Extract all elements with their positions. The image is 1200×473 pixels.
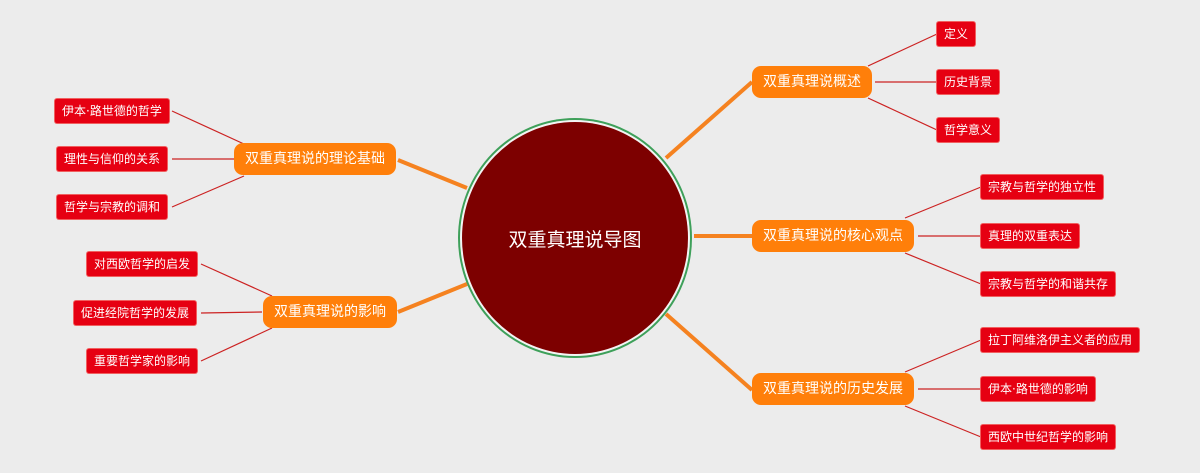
branch-influence[interactable]: 双重真理说的影响 — [263, 296, 397, 328]
leaf-label: 西欧中世纪哲学的影响 — [988, 430, 1109, 444]
leaf-label: 重要哲学家的影响 — [94, 354, 191, 368]
leaf-label: 拉丁阿维洛伊主义者的应用 — [988, 333, 1133, 347]
leaf-philosophical-significance[interactable]: 哲学意义 — [937, 118, 1000, 142]
leaf-label: 促进经院哲学的发展 — [81, 306, 190, 320]
leaf-label: 定义 — [944, 27, 969, 41]
central-topic[interactable]: 双重真理说导图 — [462, 122, 688, 354]
branch-overview[interactable]: 双重真理说概述 — [752, 66, 872, 98]
leaf-label: 宗教与哲学的独立性 — [988, 180, 1097, 194]
leaf-inspiration-western-philosophy[interactable]: 对西欧哲学的启发 — [87, 252, 198, 276]
branch-label: 双重真理说概述 — [763, 74, 861, 90]
leaf-label: 伊本·路世德的哲学 — [62, 104, 162, 118]
leaf-dual-expression[interactable]: 真理的双重表达 — [981, 224, 1080, 248]
leaf-historical-background[interactable]: 历史背景 — [937, 70, 1000, 94]
branch-label: 双重真理说的理论基础 — [245, 151, 385, 167]
leaf-averroes-influence[interactable]: 伊本·路世德的影响 — [981, 377, 1095, 401]
leaf-label: 历史背景 — [944, 75, 993, 89]
leaf-label: 哲学意义 — [944, 123, 993, 137]
branch-label: 双重真理说的影响 — [274, 304, 386, 320]
leaf-harmonious-coexistence[interactable]: 宗教与哲学的和谐共存 — [981, 272, 1116, 296]
leaf-important-philosophers[interactable]: 重要哲学家的影响 — [87, 349, 198, 373]
leaf-label: 真理的双重表达 — [988, 229, 1073, 243]
leaf-label: 宗教与哲学的和谐共存 — [988, 277, 1109, 291]
leaf-scholasticism-development[interactable]: 促进经院哲学的发展 — [74, 301, 197, 325]
leaf-label: 伊本·路世德的影响 — [988, 382, 1088, 396]
branch-label: 双重真理说的历史发展 — [763, 381, 903, 397]
leaf-independence[interactable]: 宗教与哲学的独立性 — [981, 175, 1104, 199]
leaf-reason-faith[interactable]: 理性与信仰的关系 — [57, 147, 168, 171]
branch-historical-development[interactable]: 双重真理说的历史发展 — [752, 373, 914, 405]
leaf-connectors — [171, 33, 982, 438]
branch-label: 双重真理说的核心观点 — [763, 228, 903, 244]
leaf-averroes-philosophy[interactable]: 伊本·路世德的哲学 — [55, 99, 169, 123]
leaf-label: 对西欧哲学的启发 — [94, 257, 191, 271]
leaf-definition[interactable]: 定义 — [937, 22, 976, 46]
leaf-philosophy-religion-reconciliation[interactable]: 哲学与宗教的调和 — [57, 195, 168, 219]
central-topic-label: 双重真理说导图 — [508, 228, 642, 251]
leaf-medieval-philosophy-influence[interactable]: 西欧中世纪哲学的影响 — [981, 425, 1116, 449]
branch-core-views[interactable]: 双重真理说的核心观点 — [752, 220, 914, 252]
branch-theoretical-basis[interactable]: 双重真理说的理论基础 — [234, 143, 396, 175]
leaf-label: 理性与信仰的关系 — [64, 152, 161, 166]
leaf-latin-averroists[interactable]: 拉丁阿维洛伊主义者的应用 — [981, 328, 1140, 352]
leaf-label: 哲学与宗教的调和 — [64, 200, 161, 214]
branch-connectors — [397, 80, 754, 392]
